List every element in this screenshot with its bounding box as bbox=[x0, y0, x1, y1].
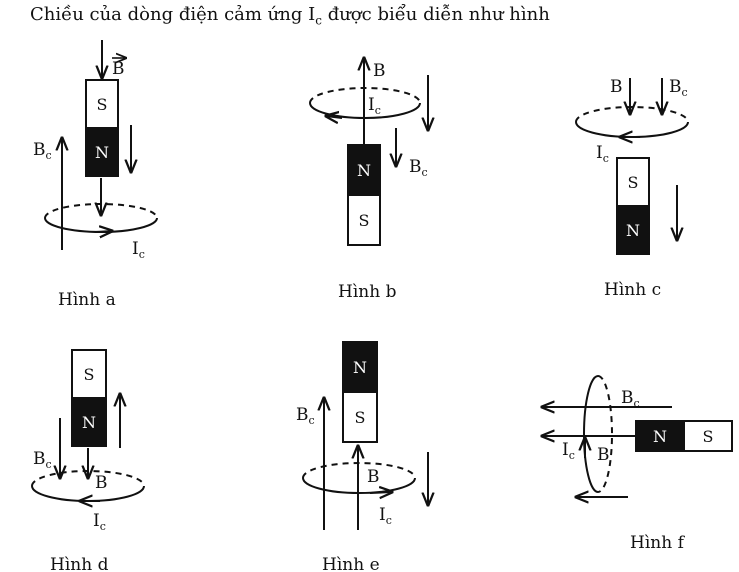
pole-n: N bbox=[353, 358, 367, 377]
figure-d: S N Bc B Ic Hình d bbox=[31, 349, 145, 572]
b-label-d: B bbox=[95, 473, 108, 493]
figure-e: N S Bc B Ic Hình e bbox=[296, 341, 428, 572]
bc-label-a: Bc bbox=[33, 140, 52, 162]
loop-back-e bbox=[302, 462, 416, 479]
ic-label-f: Ic bbox=[562, 440, 575, 462]
pole-s: S bbox=[355, 408, 366, 427]
pole-n: N bbox=[653, 427, 667, 446]
b-label-b: B bbox=[373, 61, 386, 81]
loop-front-b bbox=[309, 102, 421, 119]
pole-s: S bbox=[703, 427, 714, 446]
pole-s: S bbox=[84, 365, 95, 384]
ic-label-e: Ic bbox=[379, 505, 392, 527]
ic-label-d: Ic bbox=[93, 511, 106, 533]
caption-f: Hình f bbox=[630, 533, 686, 553]
ic-label-a: Ic bbox=[132, 239, 145, 261]
loop-front-e bbox=[302, 477, 416, 494]
current-arrow-a bbox=[95, 231, 112, 232]
bc-label-e: Bc bbox=[296, 405, 315, 427]
pole-n: N bbox=[626, 221, 640, 240]
figure-b: B Ic N S Bc Hình b bbox=[309, 58, 428, 302]
pole-s: S bbox=[359, 211, 370, 230]
caption-b: Hình b bbox=[338, 282, 397, 302]
caption-c: Hình c bbox=[604, 280, 661, 300]
bc-label-f: Bc bbox=[621, 388, 640, 410]
loop-back-c bbox=[575, 106, 689, 123]
caption-e: Hình e bbox=[322, 555, 380, 572]
b-label-f: B bbox=[597, 445, 610, 465]
caption-a: Hình a bbox=[58, 290, 116, 310]
bc-label-c: Bc bbox=[669, 77, 688, 99]
bc-label-b: Bc bbox=[409, 157, 428, 179]
loop-back-f bbox=[597, 375, 613, 493]
pole-n: N bbox=[357, 161, 371, 180]
loop-front-d bbox=[31, 485, 145, 502]
pole-s: S bbox=[628, 173, 639, 192]
magnet-d: S N bbox=[71, 349, 107, 447]
ic-label-c: Ic bbox=[596, 143, 609, 165]
b-label-a: B bbox=[112, 59, 125, 79]
pole-n: N bbox=[95, 143, 109, 162]
loop-front-f bbox=[583, 375, 599, 493]
pole-n: N bbox=[82, 413, 96, 432]
magnet-c: S N bbox=[616, 157, 650, 255]
loop-back-b bbox=[309, 87, 421, 104]
caption-d: Hình d bbox=[50, 555, 109, 572]
loop-back-a bbox=[44, 203, 158, 219]
figure-c: B Bc Ic S N Hình c bbox=[575, 77, 689, 300]
pole-s: S bbox=[97, 95, 108, 114]
ic-label-b: Ic bbox=[368, 95, 381, 117]
b-label-e: B bbox=[367, 467, 380, 487]
magnet-f: N S bbox=[635, 420, 733, 452]
current-arrow-b bbox=[326, 116, 343, 118]
magnet-a: S N bbox=[85, 79, 119, 177]
bc-label-d: Bc bbox=[33, 449, 52, 471]
loop-front-c bbox=[575, 121, 689, 138]
magnet-b: N S bbox=[347, 144, 381, 246]
page-title: Chiều của dòng điện cảm ứng Ic được biểu… bbox=[30, 4, 550, 28]
figure-f: Bc B Ic N S Hình f bbox=[542, 375, 733, 553]
magnet-e: N S bbox=[342, 341, 378, 443]
loop-back-d bbox=[31, 470, 145, 487]
current-arrow-e bbox=[369, 492, 392, 493]
figure-a: S N B Bc Ic Hình a bbox=[33, 40, 158, 310]
b-label-c: B bbox=[610, 77, 623, 97]
